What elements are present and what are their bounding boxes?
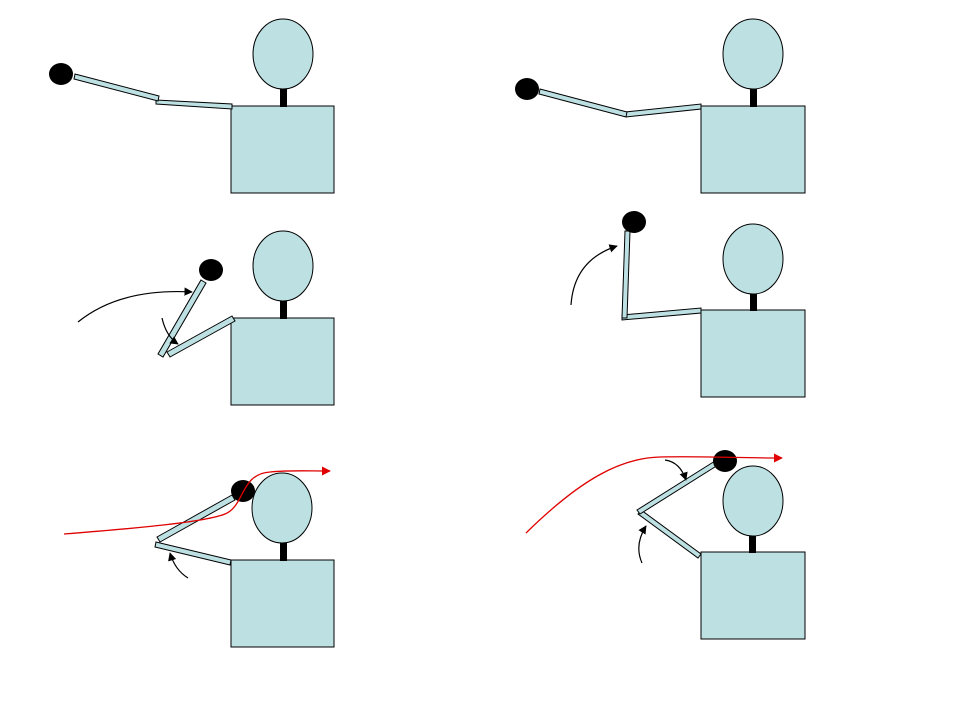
motion-arrow — [570, 244, 618, 306]
torso — [230, 317, 335, 406]
panel-5 — [63, 466, 335, 648]
panel-6 — [525, 450, 806, 640]
torso — [700, 551, 806, 640]
forearm — [621, 230, 631, 319]
upper-arm — [155, 99, 233, 110]
torso — [700, 105, 806, 194]
ball — [49, 63, 73, 85]
upper-arm — [624, 103, 702, 118]
head — [252, 230, 314, 302]
panel-4 — [570, 211, 806, 398]
panel-3 — [77, 230, 335, 406]
ball — [713, 450, 737, 472]
forearm — [73, 73, 160, 102]
neck — [280, 89, 287, 107]
upper-arm — [621, 307, 702, 321]
neck — [280, 301, 287, 319]
ball-trajectory — [525, 453, 783, 534]
neck — [749, 535, 756, 553]
ball — [622, 211, 646, 233]
motion-arrow — [664, 459, 688, 481]
forearm — [538, 88, 628, 118]
forearm — [156, 494, 236, 543]
torso — [230, 559, 335, 648]
neck — [750, 293, 757, 311]
head — [251, 472, 313, 544]
panel-2 — [515, 18, 806, 194]
head — [722, 18, 784, 90]
head — [722, 465, 784, 537]
motion-arrow — [161, 317, 179, 345]
ball — [199, 259, 223, 281]
upper-arm — [154, 541, 232, 566]
torso — [700, 309, 806, 398]
torso — [230, 105, 335, 194]
motion-arrow — [77, 287, 193, 323]
ball — [515, 78, 539, 100]
neck — [280, 543, 287, 561]
forearm — [636, 460, 719, 515]
motion-arrow — [168, 552, 189, 579]
neck — [750, 89, 757, 107]
upper-arm — [637, 509, 702, 559]
head — [252, 18, 314, 90]
panel-1 — [49, 18, 335, 194]
upper-arm — [166, 315, 236, 358]
head — [722, 223, 784, 295]
motion-arrow — [638, 525, 647, 564]
ball-trajectory — [63, 466, 331, 535]
